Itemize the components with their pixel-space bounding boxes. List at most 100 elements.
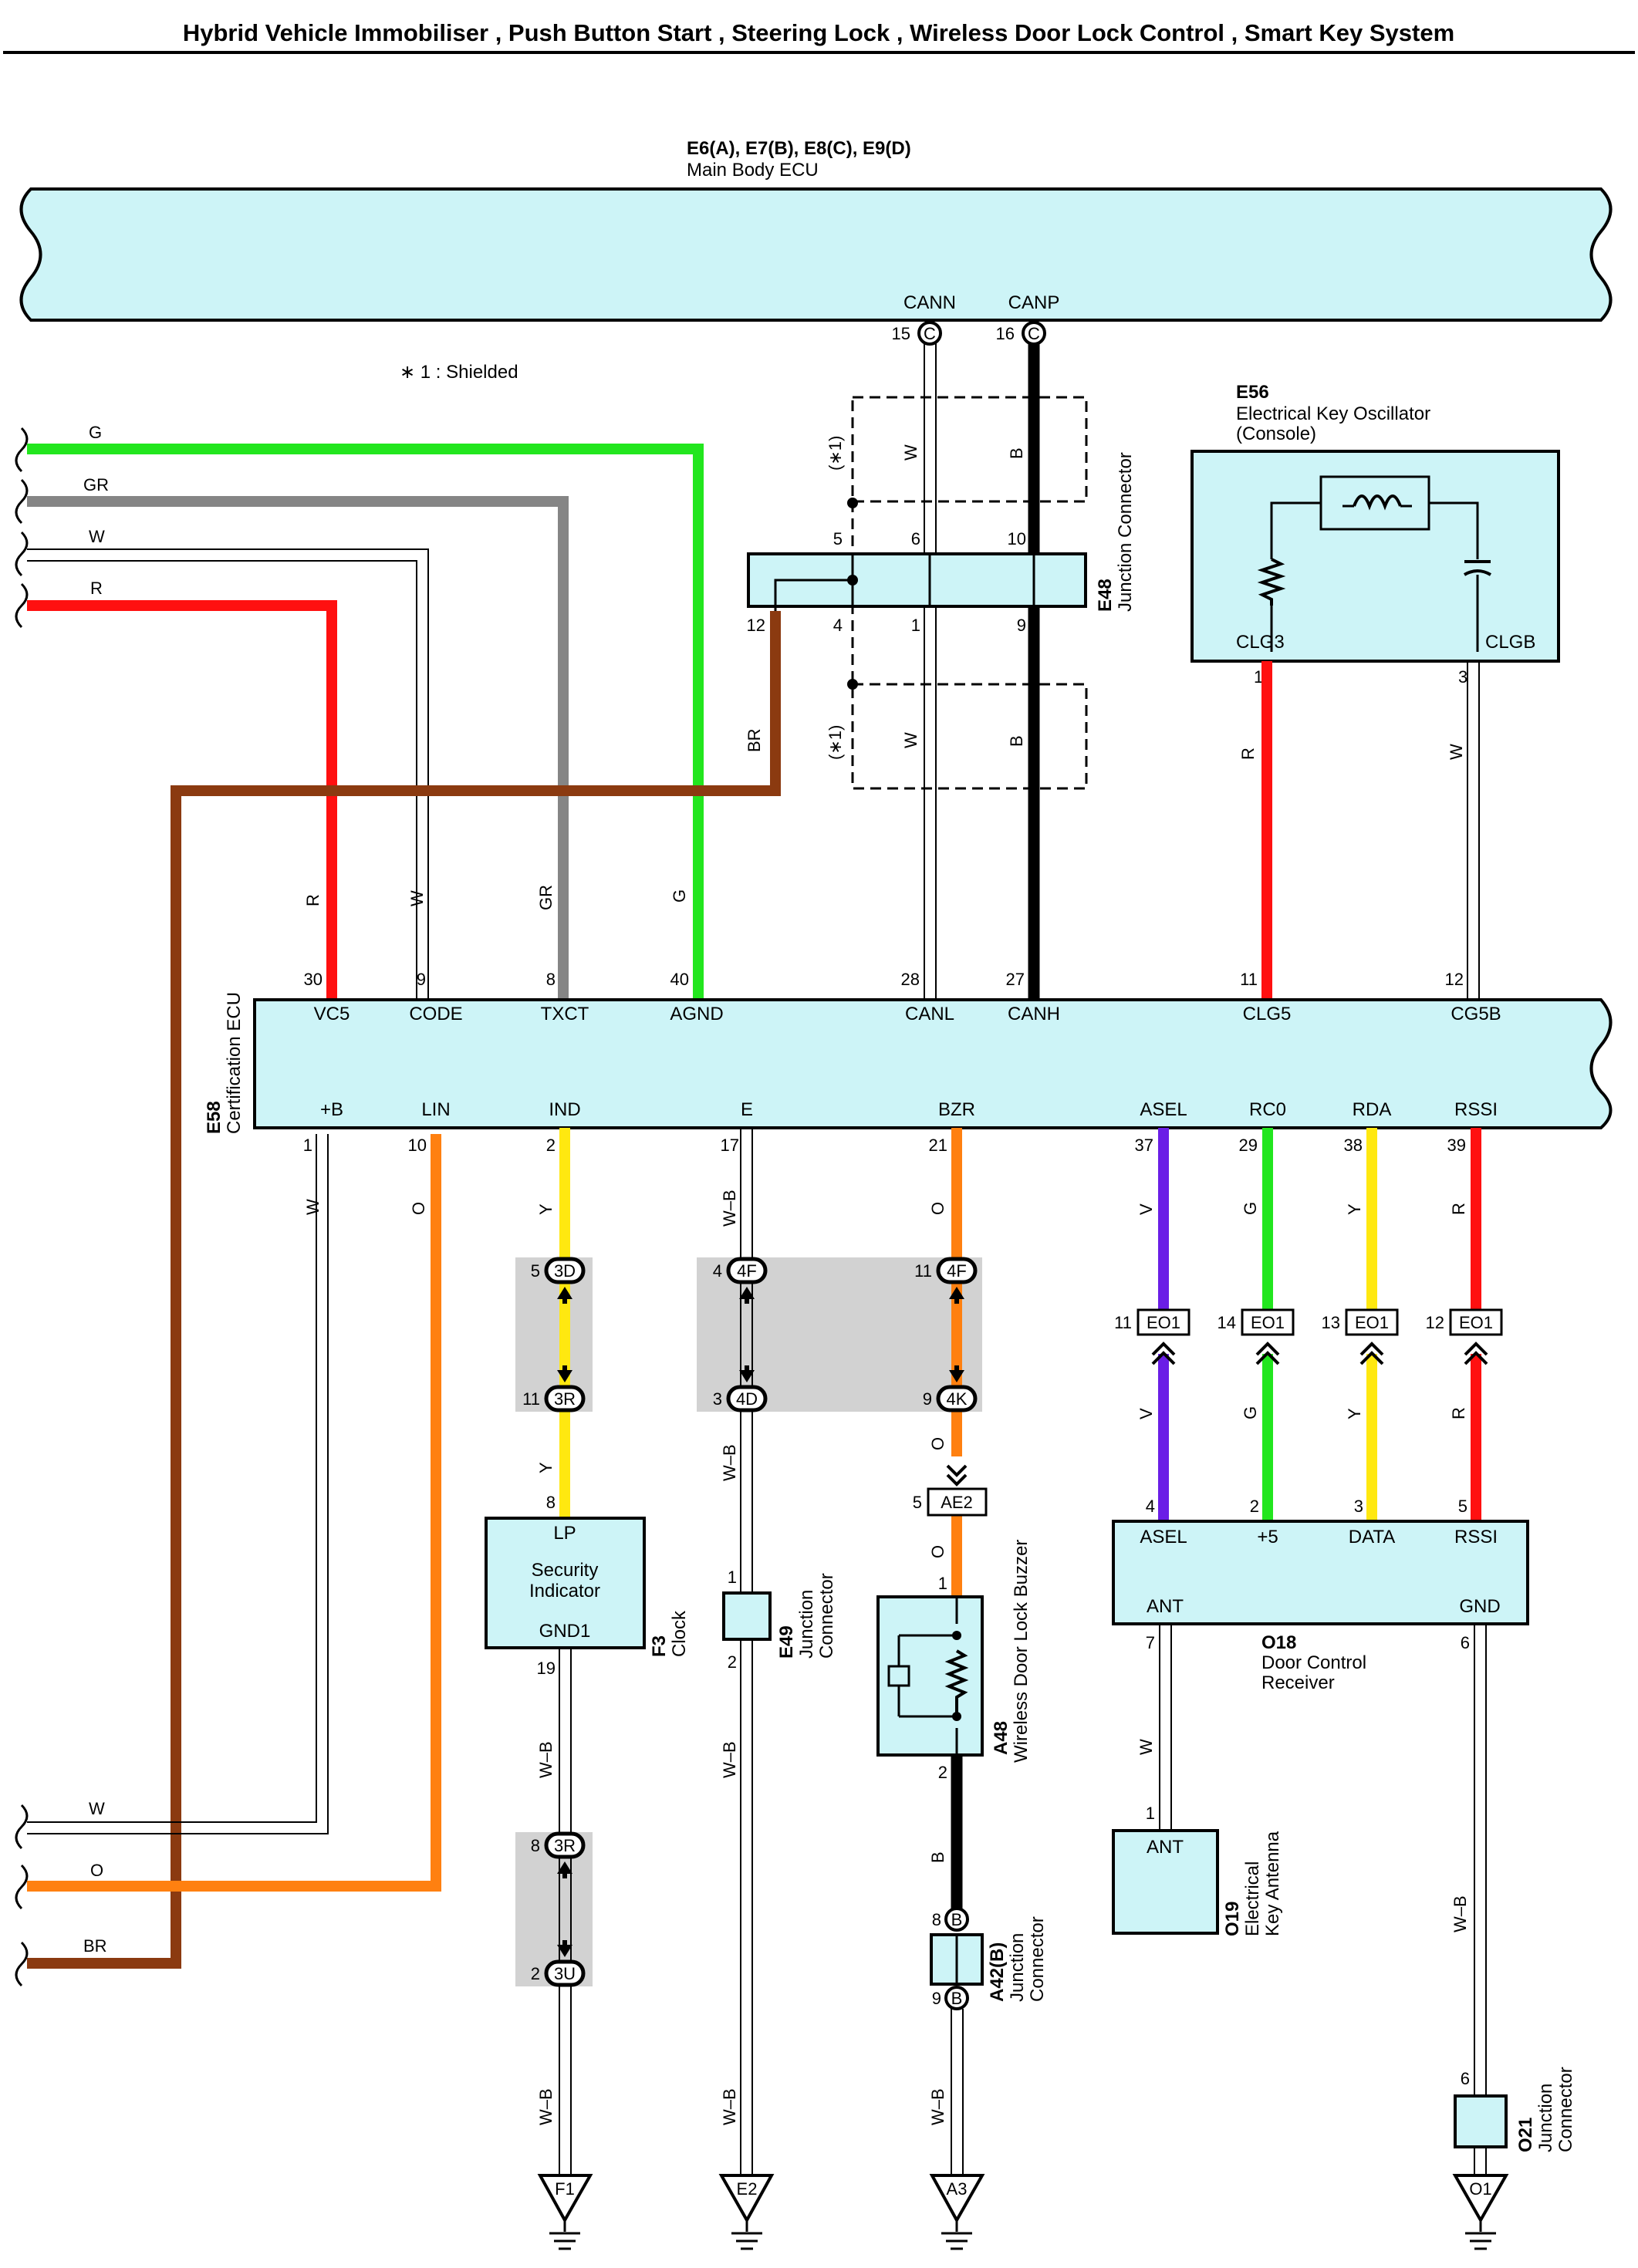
wire-label-txct: GR <box>536 885 556 910</box>
e58-bottom-pin-numbers: 1 10 2 17 21 37 29 38 39 <box>303 1136 1466 1155</box>
e58-pin-2: 2 <box>546 1136 556 1155</box>
e58-pin-name-canl: CANL <box>905 1004 954 1024</box>
e58-pin-37: 37 <box>1135 1136 1153 1155</box>
o18-box <box>1112 1520 1529 1625</box>
e58-pin-name-asel: ASEL <box>1140 1099 1187 1120</box>
o18-pin-6: 6 <box>1461 1633 1470 1652</box>
wire-label-e-mid: W–B <box>720 1444 739 1481</box>
e58-pin-name-e: E <box>741 1099 753 1120</box>
o21-pin-6: 6 <box>1461 2069 1470 2088</box>
o18-pin-name-ant: ANT <box>1147 1596 1184 1617</box>
f3-label-lp: LP <box>553 1523 576 1544</box>
chevron-up-icon <box>1255 1342 1280 1365</box>
ground-o1: O1 <box>1452 2174 1509 2250</box>
wire-label-asel: V <box>1136 1203 1156 1215</box>
o21-code: O21 <box>1515 2118 1536 2152</box>
junction-4f-b-pill <box>936 1257 978 1284</box>
e58-box <box>253 998 1613 1129</box>
e58-pin-1: 1 <box>303 1136 312 1155</box>
e48-code: E48 <box>1095 579 1116 612</box>
e58-pin-38: 38 <box>1344 1136 1363 1155</box>
wire-label-ind-lower: Y <box>536 1462 556 1473</box>
f3-label-gnd1: GND1 <box>539 1621 591 1642</box>
connector-cann-pin: 15 <box>892 324 910 343</box>
ground-icon <box>549 2220 580 2250</box>
e58-top-pin-names: VC5 CODE TXCT AGND CANL CANH CLG5 CG5B <box>314 1004 1501 1024</box>
arrow-up-icon <box>949 1287 964 1304</box>
e58-top-pin-numbers: 30 9 8 40 28 27 11 12 <box>304 970 1464 989</box>
ground-icon <box>731 2220 762 2250</box>
e58-pin-name-b: +B <box>320 1099 343 1120</box>
ground-icon <box>941 2220 972 2250</box>
wire-label-agnd: G <box>670 889 689 903</box>
arrow-up-icon <box>739 1287 755 1304</box>
o18-pin-5: 5 <box>1458 1497 1467 1516</box>
o19-code: O19 <box>1222 1902 1243 1936</box>
junction-3r-a-code: 3R <box>554 1389 576 1409</box>
o18-code: O18 <box>1261 1632 1296 1653</box>
wire-label-code: W <box>407 890 427 906</box>
e58-pin-8: 8 <box>546 970 556 989</box>
junction-4f-a-code: 4F <box>737 1261 757 1281</box>
ground-icon <box>1465 2220 1496 2250</box>
e56-sub: (Console) <box>1236 424 1316 444</box>
wire-label-clg5: R <box>1238 748 1258 760</box>
ground-a3-triangle <box>929 2174 985 2224</box>
connector-canp-code: C <box>1028 324 1040 343</box>
wire-w-outer-b <box>27 560 417 1000</box>
wire-label-bzr-lower: O <box>928 1545 947 1558</box>
wire-label-bzr: O <box>928 1202 947 1215</box>
wire-label-br: BR <box>745 728 764 752</box>
wire-label-rc0-lower: G <box>1241 1406 1260 1419</box>
e58-pin-name-ind: IND <box>549 1099 580 1120</box>
e58-pin-9: 9 <box>417 970 426 989</box>
o18-pin-4: 4 <box>1146 1497 1155 1516</box>
ground-e2: E2 <box>718 2174 775 2250</box>
a42-conn-bottom: B <box>951 1989 963 2008</box>
junction-4d: 4D 3 <box>713 1385 768 1412</box>
e58-pin-30: 30 <box>304 970 323 989</box>
connector-canp-pin: 16 <box>996 324 1015 343</box>
wire-label-f1-mid: W–B <box>536 1741 556 1778</box>
left-wire-label-w-lower: W <box>89 1799 105 1818</box>
shield-label-lower: (∗1) <box>826 725 845 760</box>
ground-f1-triangle <box>537 2174 593 2224</box>
wire-label-cann-lower: W <box>901 732 920 748</box>
e58-pin-name-lin: LIN <box>421 1099 450 1120</box>
wire-label-rssi: R <box>1449 1203 1468 1215</box>
o19-name1: Electrical <box>1242 1861 1263 1936</box>
ground-a3: A3 <box>929 2174 985 2250</box>
connector-cann-code: C <box>924 324 936 343</box>
e58-pin-name-vc5: VC5 <box>314 1004 350 1024</box>
wire-label-rc0: G <box>1241 1202 1260 1215</box>
o18-name1: Door Control <box>1261 1652 1366 1673</box>
junction-4f-a-pill <box>726 1257 768 1284</box>
connector-cann <box>917 321 942 346</box>
ground-a3-label: A3 <box>947 2179 968 2199</box>
e58-code: E58 <box>204 1101 225 1134</box>
o19-name2: Key Antenna <box>1262 1831 1283 1936</box>
o18-pin-name-5: +5 <box>1257 1527 1278 1547</box>
eo1-pin-11: 11 <box>1114 1313 1132 1332</box>
a48-pin-2: 2 <box>938 1763 947 1782</box>
a42-connector-top <box>944 1907 969 1932</box>
e58-pin-10: 10 <box>408 1136 427 1155</box>
f3-pin-19: 19 <box>537 1659 556 1678</box>
wire-label-bzr-mid: O <box>928 1437 947 1450</box>
e49-pin-2: 2 <box>728 1652 737 1672</box>
wire-o-lin <box>27 1134 441 1892</box>
e58-pin-name-code: CODE <box>409 1004 462 1024</box>
eo1-code-rc0: EO1 <box>1251 1313 1285 1332</box>
junction-4k: 4K 9 <box>923 1385 978 1412</box>
e56-code: E56 <box>1236 382 1269 403</box>
wire-label-rda: Y <box>1345 1203 1364 1215</box>
shielded-note: ∗ 1 : Shielded <box>400 362 518 383</box>
ae2-arrow-icon <box>946 1464 968 1487</box>
junction-3u: 3U 2 <box>531 1959 586 1987</box>
wire-w-lower-a <box>27 1134 317 1823</box>
e49-code: E49 <box>776 1625 797 1659</box>
junction-4d-code: 4D <box>736 1389 758 1409</box>
a48-code: A48 <box>991 1721 1012 1755</box>
chevron-up-icon <box>1359 1342 1384 1365</box>
